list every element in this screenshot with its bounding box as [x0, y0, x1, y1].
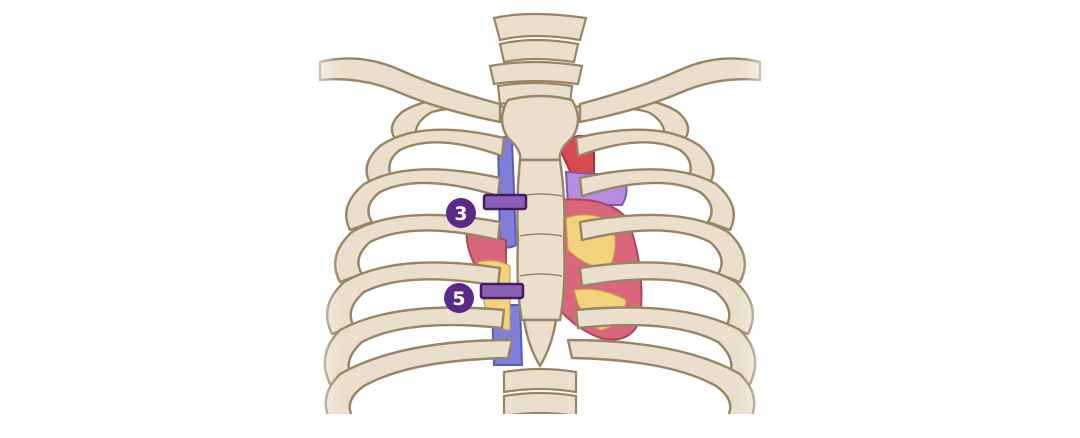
xiphoid-process	[522, 318, 558, 368]
ribs-right	[566, 97, 757, 422]
sternum-body	[516, 158, 566, 322]
clavicle-left	[318, 57, 502, 124]
marker-5-label: 5	[452, 288, 465, 310]
sternum	[500, 94, 580, 368]
marker-5-badge	[444, 283, 474, 313]
cervical-spine	[488, 12, 588, 106]
marker-3-badge	[446, 198, 476, 228]
sternum-segment-line-2	[519, 233, 563, 237]
manubrium	[500, 94, 580, 162]
clavicles	[318, 57, 762, 124]
lumbar-spine	[502, 367, 578, 418]
marker-5-bar	[479, 282, 525, 300]
marker-5: 5	[444, 282, 525, 313]
marker-3: 3	[446, 193, 528, 228]
ribs-left	[323, 97, 514, 422]
clavicle-right	[578, 57, 762, 124]
marker-3-bar	[482, 193, 528, 211]
sternum-segment-line-3	[519, 273, 563, 277]
marker-3-label: 3	[454, 203, 467, 225]
